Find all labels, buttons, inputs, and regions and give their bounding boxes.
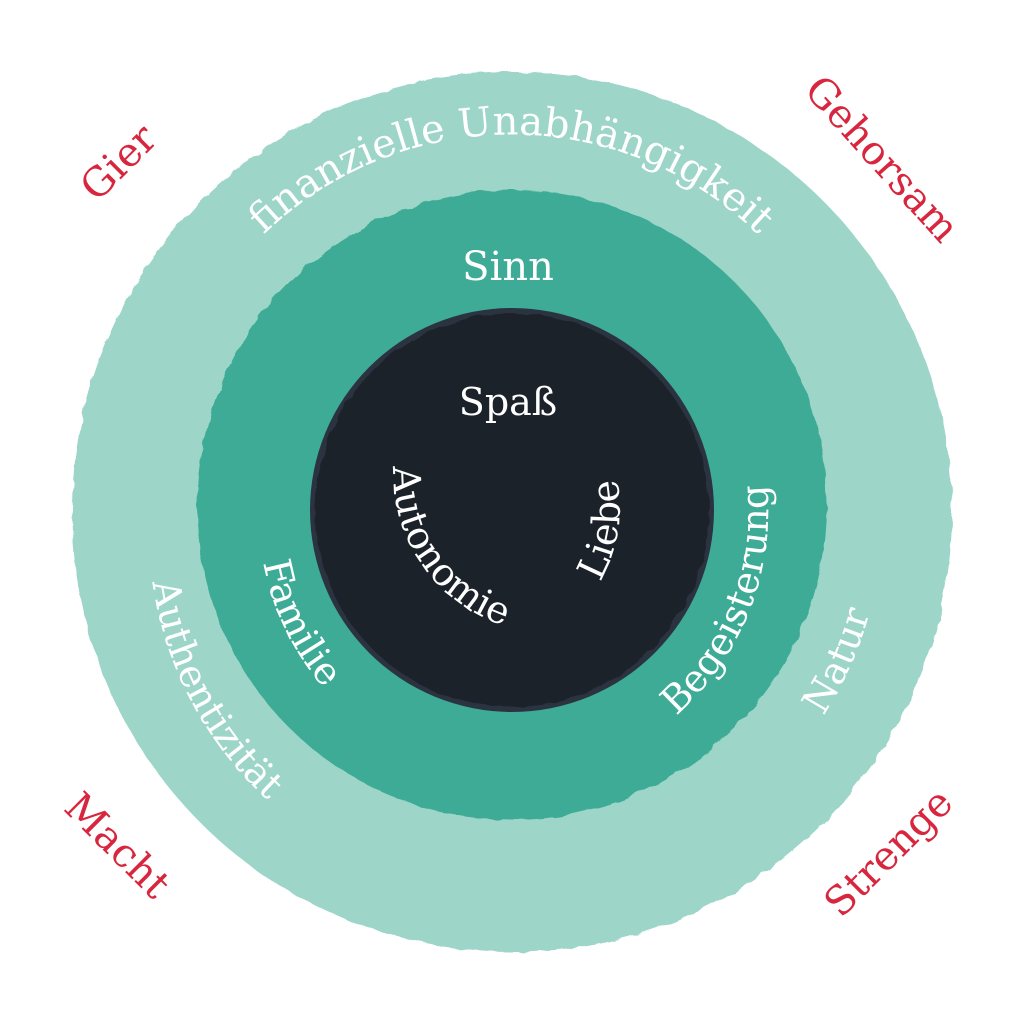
outside-label-macht: Macht [55,784,179,908]
core-circle [315,313,709,707]
core-label-spass: Spaß [459,380,557,424]
outside-label-gier: Gier [72,115,167,210]
middle-label-sinn: Sinn [462,244,554,290]
